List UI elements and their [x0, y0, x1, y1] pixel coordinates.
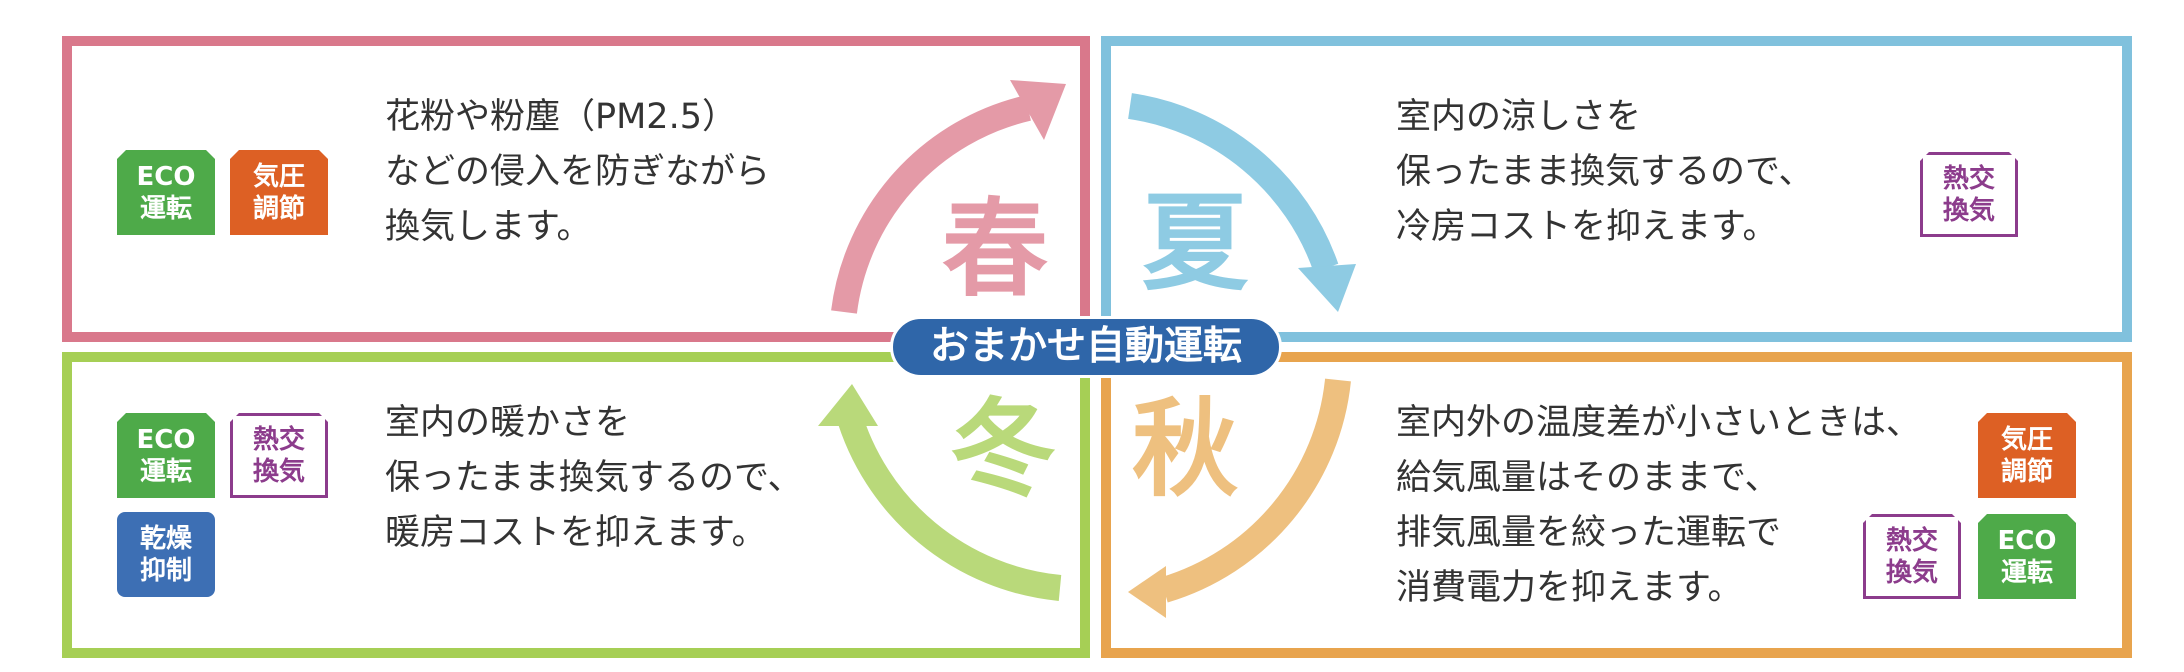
summer-arrowhead-icon — [1298, 264, 1356, 312]
summer-description: 室内の涼しさを 保ったまま換気するので、 冷房コストを抑えます。 — [1396, 97, 1814, 247]
summer-heat-exchange-badge: 熱交換気 — [1920, 152, 2018, 237]
autumn-heat-exchange-badge: 熱交換気 — [1863, 514, 1961, 599]
summer-arrow — [1128, 93, 1339, 273]
autumn-arrow — [1160, 378, 1351, 603]
winter-panel — [62, 352, 1090, 658]
spring-arrow — [831, 95, 1031, 314]
winter-description: 室内の暖かさを 保ったまま換気するので、 暖房コストを抑えます。 — [385, 403, 803, 553]
autumn-description: 室内外の温度差が小さいときは、 給気風量はそのままで、 排気風量を絞った運転で … — [1396, 403, 1922, 608]
autumn-pressure-adjust-badge: 気圧調節 — [1978, 413, 2076, 498]
spring-pressure-adjust-badge: 気圧調節 — [230, 150, 328, 235]
spring-description: 花粉や粉塵（PM2.5） などの侵入を防ぎながら 換気します。 — [385, 97, 771, 247]
winter-arrowhead-icon — [818, 384, 878, 426]
winter-label: 冬 — [950, 386, 1056, 511]
auto-operation-label: おまかせ自動運転 — [890, 316, 1282, 378]
autumn-label: 秋 — [1132, 386, 1238, 511]
spring-arrowhead-icon — [1010, 80, 1066, 140]
spring-label: 春 — [942, 186, 1048, 311]
winter-arrow — [835, 408, 1062, 601]
winter-heat-exchange-badge: 熱交換気 — [230, 413, 328, 498]
summer-label: 夏 — [1142, 180, 1248, 305]
autumn-arrowhead-icon — [1128, 566, 1166, 618]
winter-dry-suppression-badge: 乾燥抑制 — [117, 512, 215, 597]
